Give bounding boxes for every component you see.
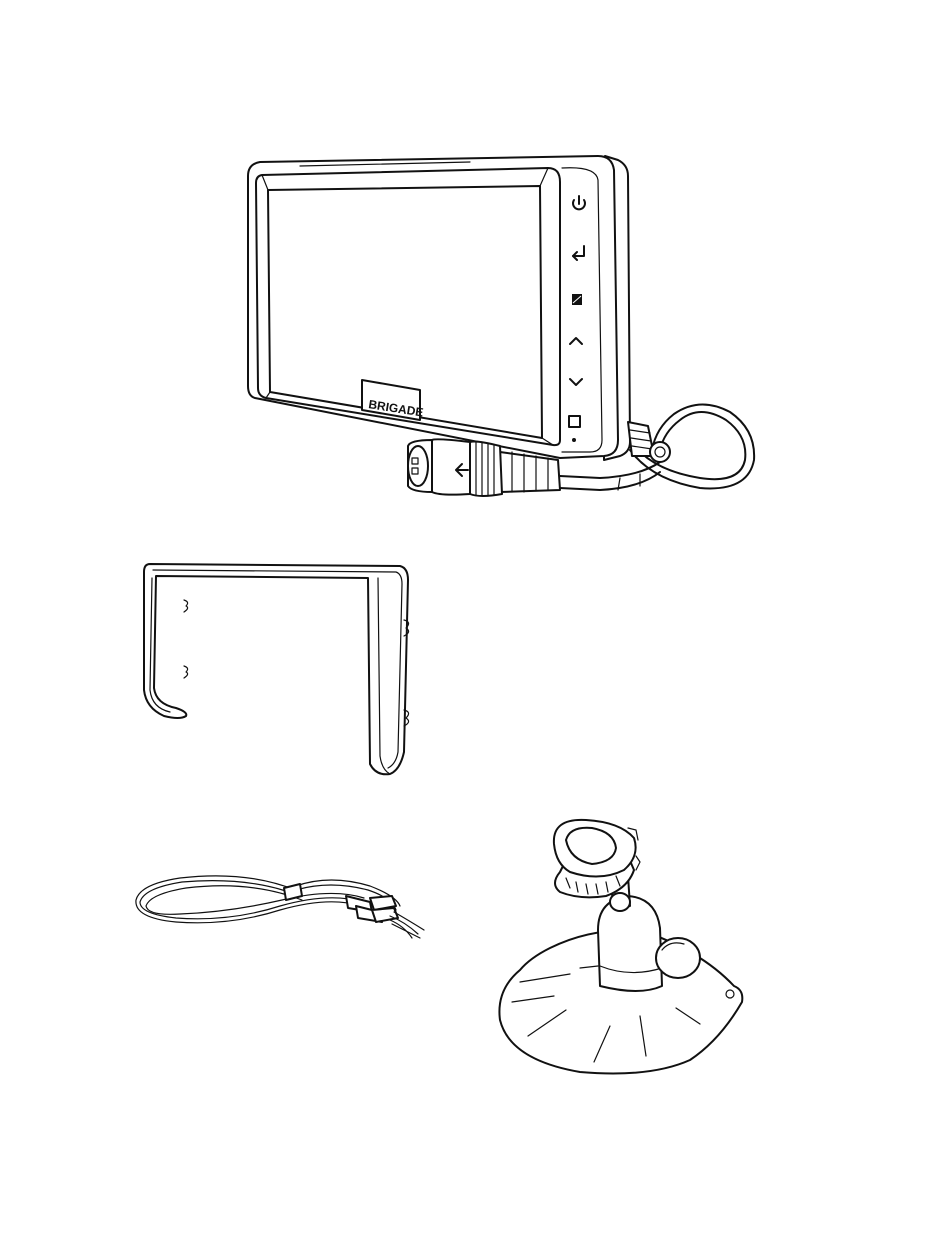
mount-knob — [656, 938, 700, 978]
menu-icon — [572, 294, 582, 305]
cable-harness — [136, 876, 424, 938]
hood-clips-left — [184, 600, 188, 678]
monitor: BRIGADE — [248, 156, 754, 496]
suction-base-mount — [499, 820, 742, 1074]
cable-grommet — [628, 422, 670, 462]
harness-connectors — [346, 896, 398, 922]
cable-tag — [284, 884, 302, 900]
sun-visor-hood — [144, 564, 409, 774]
status-led-icon — [572, 438, 576, 442]
mount-pedestal — [598, 896, 662, 991]
